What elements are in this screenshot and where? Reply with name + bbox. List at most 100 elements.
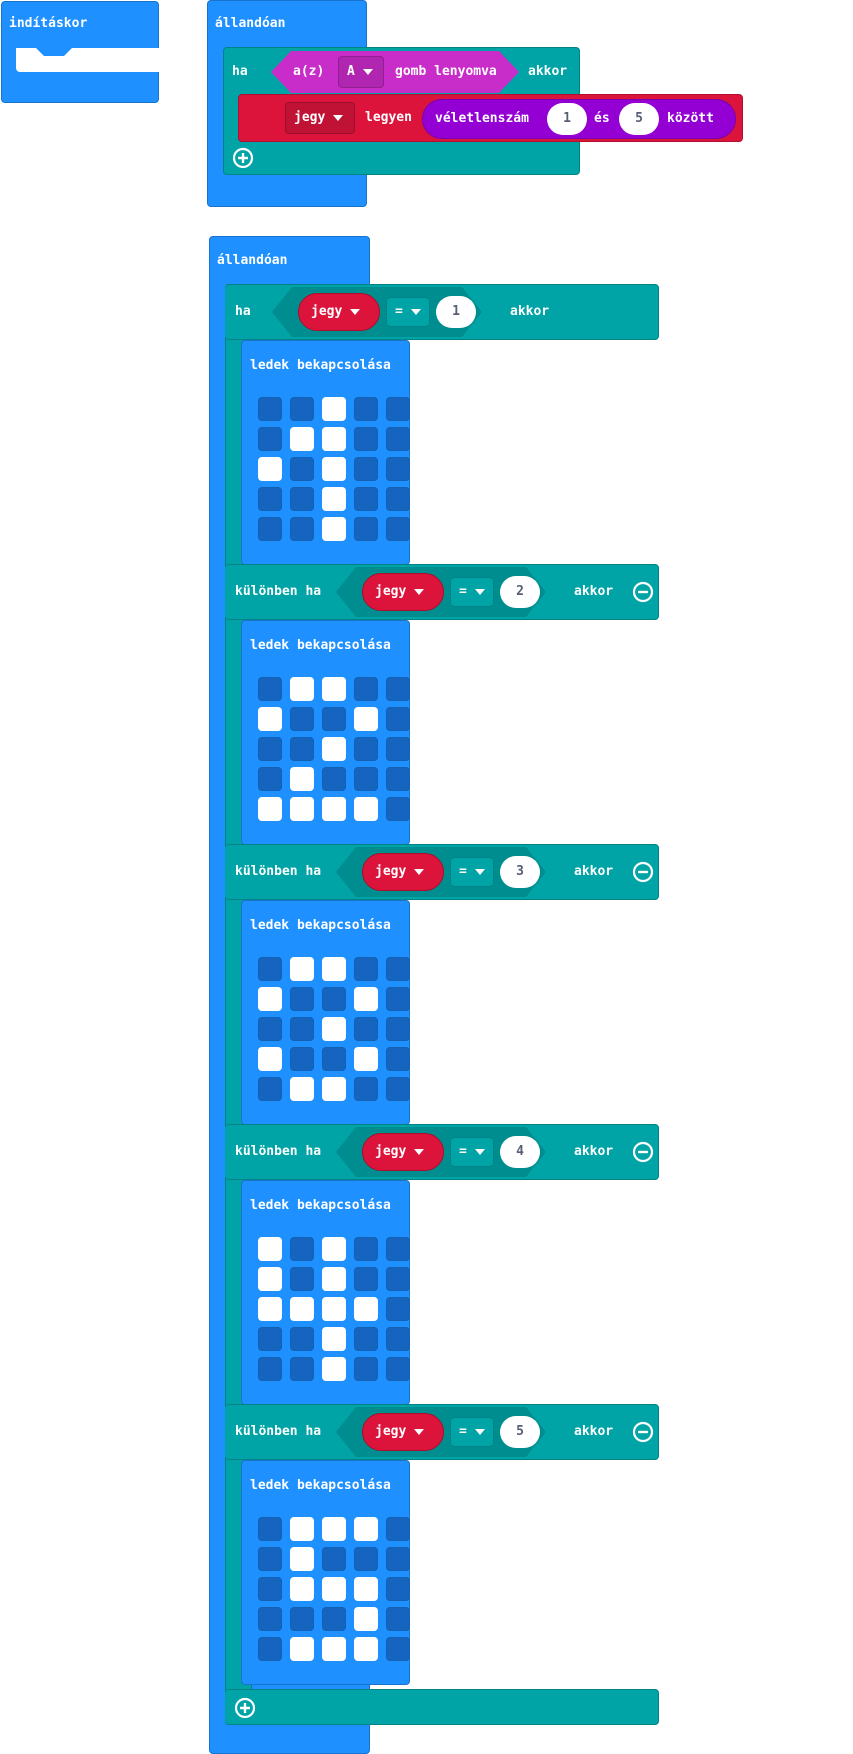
led-off[interactable]: [258, 737, 282, 761]
led-off[interactable]: [386, 487, 410, 511]
led-on[interactable]: [354, 1607, 378, 1631]
random-number-block[interactable]: véletlenszám 1 és 5 között: [422, 99, 736, 139]
led-on[interactable]: [322, 487, 346, 511]
led-off[interactable]: [258, 1607, 282, 1631]
led-on[interactable]: [322, 1577, 346, 1601]
compare-value-input[interactable]: 2: [500, 576, 540, 608]
operator-select[interactable]: =: [386, 297, 430, 327]
led-off[interactable]: [290, 517, 314, 541]
led-on[interactable]: [354, 1047, 378, 1071]
led-off[interactable]: [258, 1517, 282, 1541]
led-off[interactable]: [386, 1577, 410, 1601]
operator-select[interactable]: =: [450, 1417, 494, 1447]
led-on[interactable]: [354, 1297, 378, 1321]
led-on[interactable]: [258, 1237, 282, 1261]
led-off[interactable]: [290, 1047, 314, 1071]
led-on[interactable]: [322, 1517, 346, 1541]
led-off[interactable]: [354, 767, 378, 791]
led-off[interactable]: [386, 1547, 410, 1571]
led-off[interactable]: [258, 487, 282, 511]
led-on[interactable]: [322, 457, 346, 481]
variable-reporter[interactable]: jegy: [362, 1413, 444, 1451]
led-off[interactable]: [386, 1357, 410, 1381]
led-off[interactable]: [386, 457, 410, 481]
led-off[interactable]: [386, 1517, 410, 1541]
led-on[interactable]: [354, 707, 378, 731]
led-on[interactable]: [290, 1577, 314, 1601]
led-off[interactable]: [258, 957, 282, 981]
led-on[interactable]: [322, 1327, 346, 1351]
minus-circle-icon[interactable]: [632, 1141, 654, 1167]
led-off[interactable]: [354, 677, 378, 701]
led-on[interactable]: [322, 957, 346, 981]
led-on[interactable]: [354, 1577, 378, 1601]
led-off[interactable]: [354, 1267, 378, 1291]
led-on[interactable]: [258, 1047, 282, 1071]
operator-select[interactable]: =: [450, 577, 494, 607]
led-on[interactable]: [258, 707, 282, 731]
led-on[interactable]: [290, 427, 314, 451]
compare-value-input[interactable]: 1: [436, 296, 476, 328]
led-off[interactable]: [322, 767, 346, 791]
led-off[interactable]: [290, 1267, 314, 1291]
led-off[interactable]: [386, 707, 410, 731]
variable-select[interactable]: jegy: [285, 102, 355, 134]
led-off[interactable]: [290, 987, 314, 1011]
led-off[interactable]: [386, 797, 410, 821]
led-off[interactable]: [386, 767, 410, 791]
compare-value-input[interactable]: 3: [500, 856, 540, 888]
led-off[interactable]: [290, 1237, 314, 1261]
led-on[interactable]: [290, 1547, 314, 1571]
led-off[interactable]: [290, 1357, 314, 1381]
led-off[interactable]: [354, 737, 378, 761]
led-on[interactable]: [290, 1077, 314, 1101]
led-off[interactable]: [386, 517, 410, 541]
led-on[interactable]: [322, 1357, 346, 1381]
led-off[interactable]: [322, 1047, 346, 1071]
led-off[interactable]: [258, 1327, 282, 1351]
led-off[interactable]: [322, 1547, 346, 1571]
led-off[interactable]: [258, 517, 282, 541]
led-off[interactable]: [386, 1297, 410, 1321]
led-off[interactable]: [354, 1017, 378, 1041]
if-else-footer[interactable]: [225, 1689, 659, 1725]
led-off[interactable]: [354, 1237, 378, 1261]
led-off[interactable]: [386, 1637, 410, 1661]
led-off[interactable]: [354, 957, 378, 981]
led-off[interactable]: [386, 987, 410, 1011]
variable-reporter[interactable]: jegy: [362, 573, 444, 611]
minus-circle-icon[interactable]: [632, 861, 654, 887]
plus-circle-icon[interactable]: [234, 1697, 256, 1723]
led-off[interactable]: [290, 1607, 314, 1631]
led-off[interactable]: [258, 1357, 282, 1381]
led-on[interactable]: [354, 987, 378, 1011]
variable-reporter[interactable]: jegy: [362, 1133, 444, 1171]
led-on[interactable]: [354, 1637, 378, 1661]
led-on[interactable]: [322, 397, 346, 421]
led-off[interactable]: [258, 1577, 282, 1601]
led-on[interactable]: [322, 517, 346, 541]
led-off[interactable]: [354, 427, 378, 451]
led-off[interactable]: [258, 1637, 282, 1661]
led-off[interactable]: [322, 1607, 346, 1631]
led-on[interactable]: [258, 797, 282, 821]
operator-select[interactable]: =: [450, 857, 494, 887]
led-off[interactable]: [322, 987, 346, 1011]
led-off[interactable]: [354, 517, 378, 541]
led-on[interactable]: [290, 767, 314, 791]
led-on[interactable]: [258, 1267, 282, 1291]
led-off[interactable]: [354, 397, 378, 421]
compare-value-input[interactable]: 5: [500, 1416, 540, 1448]
led-on[interactable]: [258, 457, 282, 481]
led-off[interactable]: [258, 677, 282, 701]
led-on[interactable]: [290, 677, 314, 701]
variable-reporter[interactable]: jegy: [298, 293, 380, 331]
led-off[interactable]: [322, 707, 346, 731]
led-off[interactable]: [290, 1017, 314, 1041]
led-on[interactable]: [290, 1637, 314, 1661]
button-pressed-condition[interactable]: a(z) A gomb lenyomva: [271, 51, 519, 93]
led-on[interactable]: [322, 1237, 346, 1261]
led-off[interactable]: [258, 427, 282, 451]
led-off[interactable]: [386, 677, 410, 701]
led-off[interactable]: [354, 487, 378, 511]
